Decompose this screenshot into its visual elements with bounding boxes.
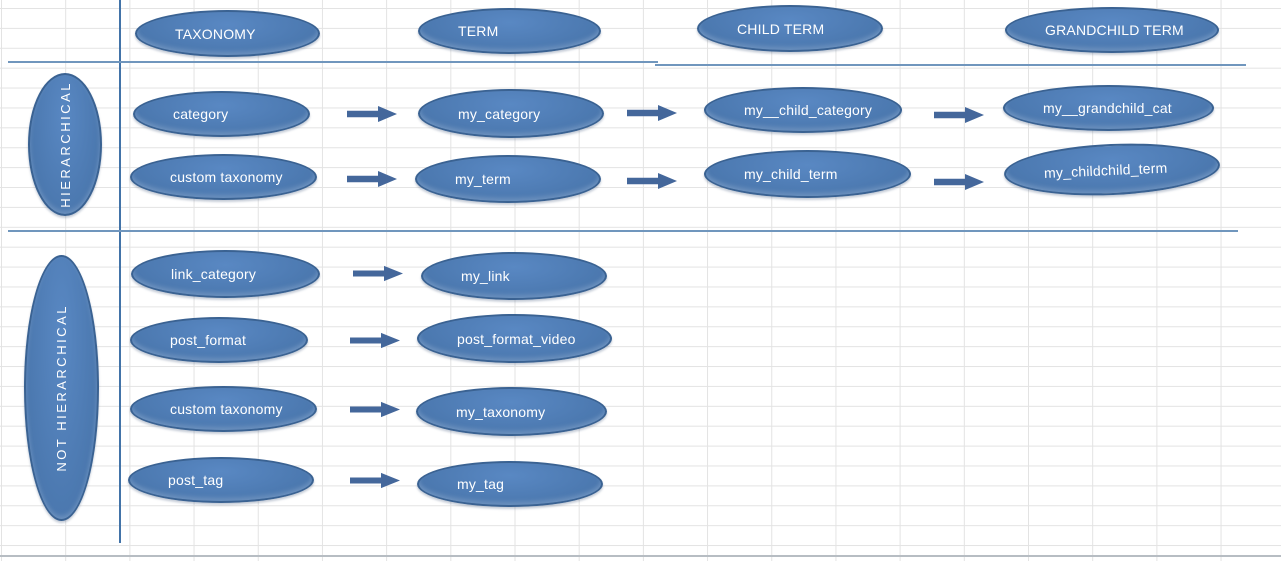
node-label: my__child_category (744, 102, 873, 118)
node-label: post_tag (168, 472, 224, 488)
node-custom-taxonomy-not-hierarchical: custom taxonomy (130, 386, 317, 432)
node-my-tag: my_tag (417, 461, 603, 507)
node-custom-taxonomy-hierarchical: custom taxonomy (130, 154, 317, 200)
section-separator-line (8, 230, 1238, 232)
column-header-grandchild-term: GRANDCHILD TERM (1005, 7, 1219, 53)
flow-arrow-icon (934, 107, 984, 123)
node-post-format: post_format (130, 317, 308, 363)
group-label-hierarchical: HIERARCHICAL (28, 73, 102, 216)
flow-arrow-icon (627, 105, 677, 121)
node-my-child-term: my_child_term (704, 150, 911, 198)
node-label: my_tag (457, 476, 505, 492)
node-label: my_category (458, 105, 541, 122)
node-post-format-video: post_format_video (417, 314, 612, 363)
node-label: category (173, 106, 229, 122)
node-my-grandchild-cat: my__grandchild_cat (1003, 85, 1214, 131)
node-my-taxonomy: my_taxonomy (416, 387, 607, 436)
node-my-link: my_link (421, 252, 607, 300)
group-label-text: NOT HIERARCHICAL (54, 304, 69, 472)
group-label-not-hierarchical: NOT HIERARCHICAL (24, 255, 99, 521)
node-label: custom taxonomy (170, 169, 283, 185)
column-header-label: TAXONOMY (175, 25, 256, 42)
column-header-term: TERM (418, 8, 601, 54)
node-label: link_category (171, 266, 257, 282)
node-label: post_format_video (457, 330, 576, 347)
group-label-text: HIERARCHICAL (57, 81, 73, 208)
column-header-child-term: CHILD TERM (697, 5, 883, 52)
vertical-separator-line (119, 0, 121, 543)
flow-arrow-icon (347, 106, 397, 122)
flow-arrow-icon (350, 332, 400, 349)
header-separator-line-right (655, 64, 1246, 66)
column-header-label: GRANDCHILD TERM (1045, 22, 1184, 38)
flow-arrow-icon (350, 472, 400, 489)
node-post-tag: post_tag (128, 457, 314, 503)
node-label: my_childchild_term (1043, 159, 1168, 181)
node-label: my_child_term (744, 166, 838, 182)
header-separator-line-left (8, 61, 658, 63)
flow-arrow-icon (350, 401, 400, 418)
column-header-label: CHILD TERM (737, 20, 825, 37)
flow-arrow-icon (934, 174, 984, 190)
node-my-term: my_term (415, 155, 601, 203)
node-label: post_format (170, 332, 247, 348)
column-header-taxonomy: TAXONOMY (135, 10, 320, 57)
node-label: my_link (461, 268, 510, 284)
node-label: my__grandchild_cat (1043, 100, 1172, 116)
node-my-childchild-term: my_childchild_term (1002, 139, 1222, 200)
flow-arrow-icon (347, 171, 397, 187)
node-label: custom taxonomy (170, 401, 283, 417)
node-label: my_taxonomy (456, 403, 546, 420)
bottom-edge-line (0, 555, 1281, 557)
node-my-child-category: my__child_category (704, 87, 902, 133)
node-link-category: link_category (131, 250, 320, 298)
node-my-category: my_category (418, 89, 604, 138)
flow-arrow-icon (627, 173, 677, 189)
node-label: my_term (455, 171, 511, 187)
node-category: category (133, 91, 310, 137)
column-header-label: TERM (458, 23, 499, 39)
flow-arrow-icon (353, 265, 403, 282)
